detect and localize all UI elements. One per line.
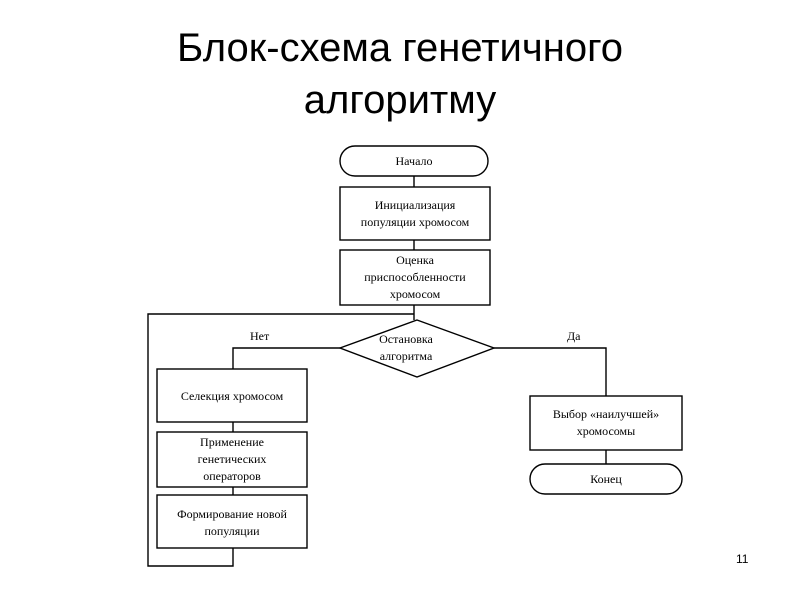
connector-yes-branch bbox=[494, 347, 607, 396]
operators-label-line-2: генетических bbox=[198, 452, 267, 466]
evaluate-label-line-1: Оценка bbox=[396, 253, 434, 267]
connector-no-branch bbox=[232, 347, 340, 369]
init-label-line-1: Инициализация bbox=[375, 198, 456, 212]
init-label-line-2: популяции хромосом bbox=[361, 215, 470, 229]
slide-title: Блок-схема генетичного алгоритму bbox=[0, 22, 800, 126]
new-population-process-box bbox=[156, 494, 308, 549]
title-line-1: Блок-схема генетичного bbox=[176, 26, 624, 70]
start-terminal bbox=[339, 145, 489, 177]
operators-process-box bbox=[156, 431, 308, 488]
best-chromosome-process-box bbox=[529, 395, 683, 451]
selection-label: Селекция хромосом bbox=[181, 389, 284, 403]
stop-decision-diamond bbox=[337, 319, 497, 378]
selection-process-box bbox=[156, 368, 308, 423]
operators-label-line-1: Применение bbox=[200, 435, 264, 449]
connector-loop-back bbox=[147, 313, 414, 567]
evaluate-label-line-3: хромосом bbox=[390, 287, 441, 301]
page-number: 11 bbox=[736, 552, 749, 566]
title-line-2: алгоритму bbox=[303, 78, 497, 122]
no-branch-label: Нет bbox=[250, 329, 270, 343]
new-population-label-line-1: Формирование новой bbox=[177, 507, 287, 521]
yes-branch-label: Да bbox=[567, 329, 581, 343]
best-label-line-2: хромосомы bbox=[577, 424, 635, 438]
operators-label-line-3: операторов bbox=[203, 469, 261, 483]
best-label-line-1: Выбор «наилучшей» bbox=[553, 407, 659, 421]
decision-label-line-2: алгоритма bbox=[380, 349, 433, 363]
end-terminal bbox=[529, 463, 683, 495]
start-label: Начало bbox=[396, 154, 433, 168]
new-population-label-line-2: популяции bbox=[204, 524, 260, 538]
decision-label-line-1: Остановка bbox=[379, 332, 433, 346]
evaluate-process-box bbox=[339, 249, 491, 306]
evaluate-label-line-2: приспособленности bbox=[364, 270, 466, 284]
init-process-box bbox=[339, 186, 491, 241]
end-label: Конец bbox=[590, 472, 622, 486]
